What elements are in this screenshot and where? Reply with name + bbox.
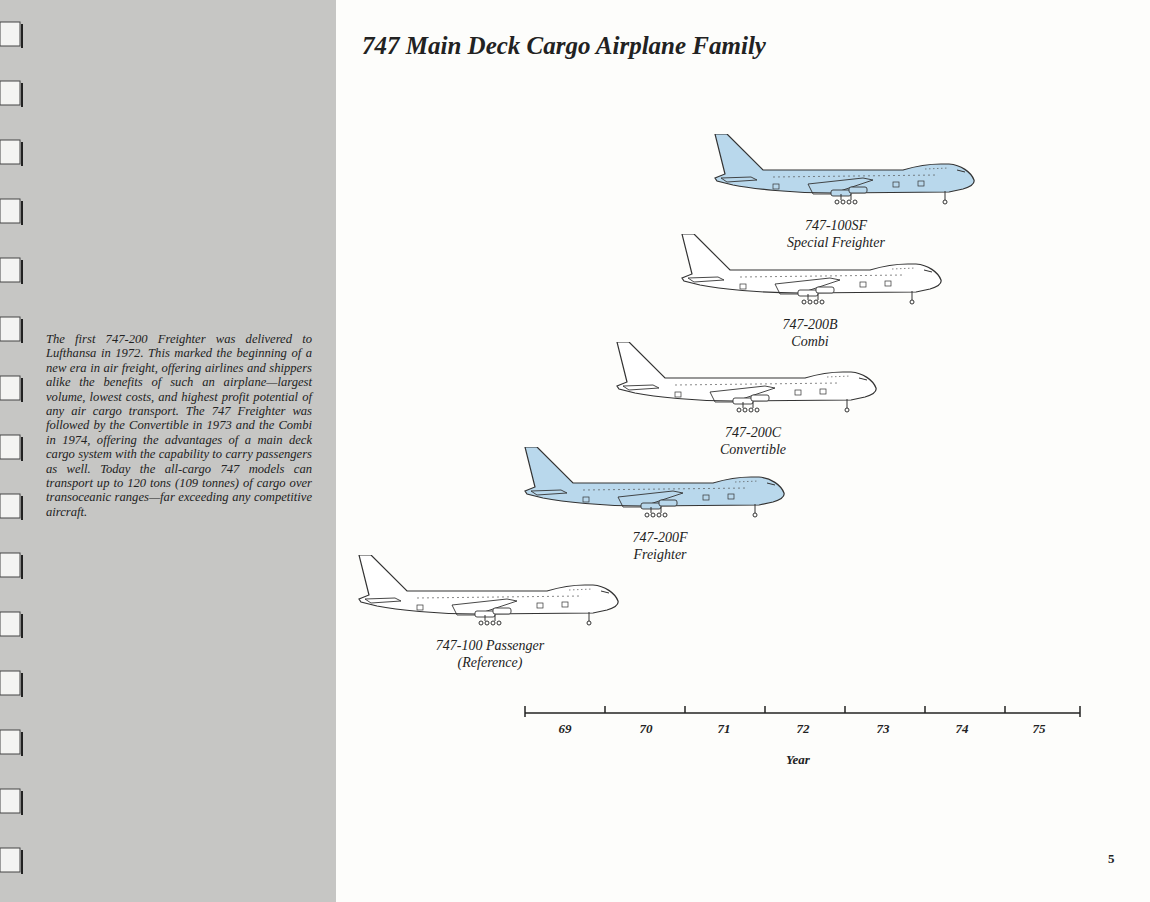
year-tick: 73: [877, 721, 890, 737]
year-tick: 70: [640, 721, 653, 737]
model-name: 747-100SF: [805, 217, 867, 234]
model-type: Special Freighter: [787, 234, 885, 251]
model-type: Combi: [791, 333, 828, 350]
side-panel: [0, 0, 336, 902]
airplane-747-200f: [525, 447, 784, 517]
year-tick: 75: [1033, 721, 1046, 737]
airplane-747-200c: [617, 342, 876, 412]
airplane-747-100sf: [715, 134, 974, 204]
model-type: Convertible: [720, 441, 786, 458]
axis-title: Year: [786, 752, 810, 768]
airplane-747-100: [359, 555, 618, 625]
page-number: 5: [1108, 851, 1115, 867]
year-tick: 74: [956, 721, 969, 737]
model-name: 747-100 Passenger: [436, 637, 545, 654]
year-tick: 69: [559, 721, 572, 737]
spiral-binding: [0, 22, 22, 874]
year-tick: 72: [797, 721, 810, 737]
model-type: (Reference): [458, 654, 523, 671]
airplane-747-200b: [682, 234, 941, 304]
year-tick: 71: [718, 721, 731, 737]
model-type: Freighter: [633, 546, 686, 563]
time-axis: [525, 706, 1080, 717]
model-name: 747-200F: [632, 529, 687, 546]
model-name: 747-200B: [782, 316, 837, 333]
body-text: The first 747-200 Freighter was delivere…: [46, 332, 312, 519]
model-name: 747-200C: [725, 424, 781, 441]
page-title: 747 Main Deck Cargo Airplane Family: [362, 32, 766, 60]
